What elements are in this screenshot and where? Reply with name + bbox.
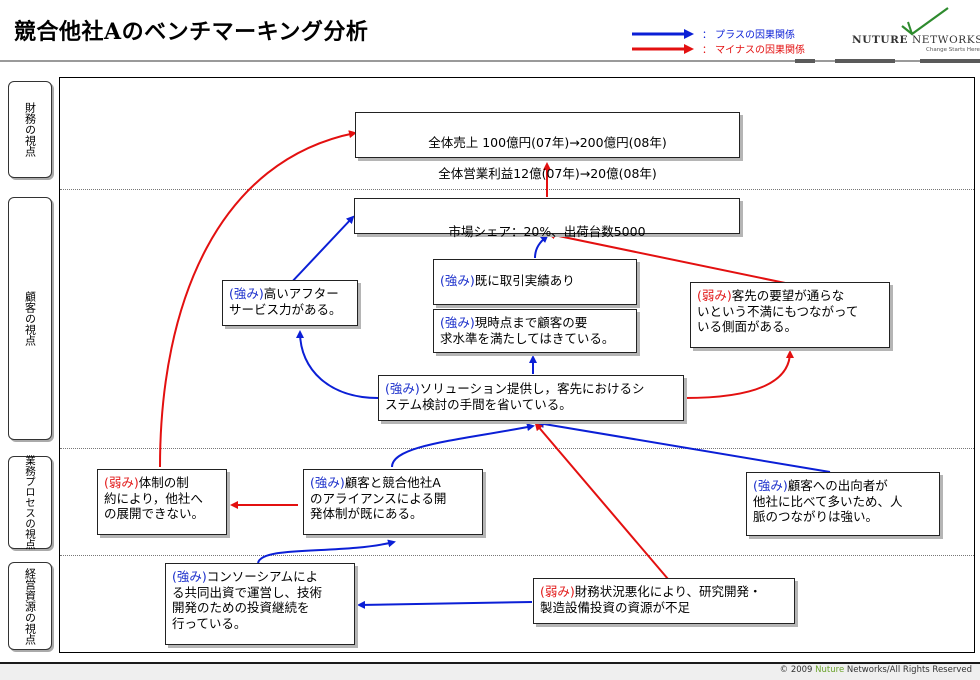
company-logo: NUTURE NETWORKS Change Starts Here	[852, 6, 980, 56]
strength-tag: (強み)	[310, 475, 345, 490]
header-divider-accent	[920, 59, 980, 63]
side-label-process: 業務プロセスの視点	[8, 455, 52, 550]
logo-word-nuture: NUTURE	[852, 34, 909, 46]
revenue-line-1: 全体売上 100億円(07年)→200億円(08年)	[428, 134, 667, 150]
arrow-solution-to-service	[296, 330, 379, 399]
box-staff: (強み)顧客への出向者が 他社に比べて多いため、人 脈のつながりは強い。	[746, 472, 940, 536]
logo-word-networks: NETWORKS	[912, 34, 980, 46]
arrow-demand-to-share	[547, 231, 791, 285]
footer: © 2009 Nuture Networks/All Rights Reserv…	[0, 664, 980, 680]
arrow-finance-to-consortium	[357, 600, 533, 609]
weakness-tag: (弱み)	[697, 288, 732, 303]
revenue-line-2: 全体営業利益12億(07年)→20億(08年)	[438, 165, 657, 181]
band-divider	[60, 448, 974, 449]
box-trade-record: (強み)既に取引実績あり	[433, 259, 637, 305]
legend-negative-label: ： マイナスの因果関係	[702, 45, 805, 56]
header-divider	[0, 60, 980, 62]
legend-negative: ： マイナスの因果関係	[632, 41, 805, 56]
header-divider-accent	[835, 59, 895, 63]
arrow-staff-to-solution	[536, 420, 831, 473]
arrow-structure-to-revenue	[159, 130, 357, 468]
box-customer-level: (強み)現時点まで顧客の要 求水準を満たしてはきている。	[433, 309, 637, 353]
strength-tag: (強み)	[753, 478, 788, 493]
side-label-finance: 財務の視点	[8, 81, 52, 178]
strength-tag: (強み)	[385, 381, 420, 396]
side-label-resources: 経営資源の視点	[8, 562, 52, 650]
legend-positive: ： プラスの因果関係	[632, 26, 795, 41]
box-finance-weakness: (弱み)財務状況悪化により、研究開発・ 製造設備投資の資源が不足	[533, 578, 795, 624]
footer-divider	[0, 662, 980, 664]
arrow-alliance-to-solution	[391, 423, 535, 468]
logo-wordmark: NUTURE NETWORKS	[852, 34, 980, 46]
band-divider	[60, 189, 974, 190]
box-structure-weakness: (弱み)体制の制 約により，他社へ の展開できない。	[97, 469, 227, 535]
arrow-service-to-share	[288, 215, 355, 286]
logo-tagline: Change Starts Here	[926, 47, 980, 53]
page-title: 競合他社Aのベンチマーキング分析	[14, 19, 369, 45]
box-consortium: (強み)コンソーシアムによ る共同出資で運営し、技術 開発のための投資継続を 行…	[165, 563, 355, 645]
side-label-customer: 顧客の視点	[8, 197, 52, 440]
arrow-finance-to-solution	[534, 422, 669, 580]
red-arrow-icon	[632, 43, 694, 54]
diagram-frame	[59, 77, 975, 653]
box-market-share: 市場シェア：20%、出荷台数5000	[354, 198, 740, 239]
arrow-consortium-to-alliance	[257, 539, 396, 564]
box-alliance: (強み)顧客と競合他社A のアライアンスによる開 発体制が既にある。	[303, 469, 483, 535]
box-revenue: 全体売上 100億円(07年)→200億円(08年) 全体営業利益12億(07年…	[355, 112, 740, 181]
checkmark-logo-icon	[901, 7, 949, 36]
arrow-trade-to-share	[534, 234, 549, 259]
box-after-service: (強み)高いアフター サービス力がある。	[222, 280, 358, 326]
weakness-tag: (弱み)	[540, 584, 575, 599]
copyright: © 2009 Nuture Networks/All Rights Reserv…	[779, 665, 972, 675]
legend-positive-label: ： プラスの因果関係	[702, 30, 795, 41]
box-customer-demand: (弱み)客先の要望が通らな いという不満にもつながって いる側面がある。	[690, 282, 890, 348]
strength-tag: (強み)	[229, 286, 264, 301]
strength-tag: (強み)	[172, 569, 207, 584]
weakness-tag: (弱み)	[104, 475, 139, 490]
header-divider-accent	[795, 59, 815, 63]
strength-tag: (強み)	[440, 273, 475, 288]
arrow-solution-to-demand	[684, 350, 794, 399]
band-divider	[60, 555, 974, 556]
strength-tag: (強み)	[440, 315, 475, 330]
box-solution: (強み)ソリューション提供し，客先におけるシ ステム検討の手間を省いている。	[378, 375, 684, 421]
blue-arrow-icon	[632, 28, 694, 39]
